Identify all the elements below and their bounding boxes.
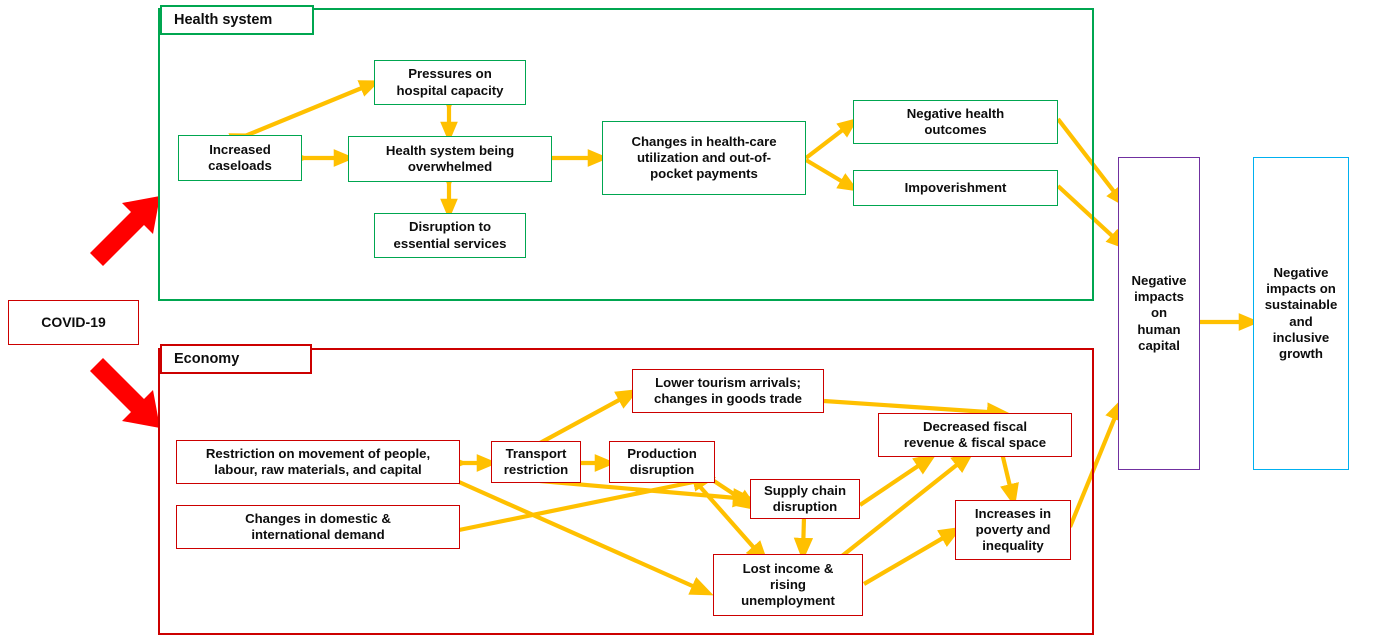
health-system-group-label: Health system [160,5,314,35]
node-decreased-fiscal-revenue-label: Decreased fiscal revenue & fiscal space [903,418,1047,450]
node-negative-impacts-growth-label: Negative impacts on sustainable and incl… [1264,265,1338,361]
node-disruption-essential-services[interactable]: Disruption to essential services [374,213,526,258]
node-health-system-overwhelmed-label: Health system being overwhelmed [385,142,515,174]
node-negative-health-outcomes[interactable]: Negative health outcomes [853,100,1058,144]
node-changes-healthcare-utilization-label: Changes in health-care utilization and o… [631,133,777,182]
node-negative-impacts-human-capital[interactable]: Negative impacts on human capital [1118,157,1200,470]
node-negative-impacts-growth[interactable]: Negative impacts on sustainable and incl… [1253,157,1349,470]
node-impoverishment-label: Impoverishment [904,179,1007,195]
node-production-disruption-label: Production disruption [627,445,697,477]
node-lost-income-unemployment[interactable]: Lost income & rising unemployment [713,554,863,616]
node-restriction-movement-label: Restriction on movement of people, labou… [205,445,431,477]
node-production-disruption[interactable]: Production disruption [609,441,715,483]
node-negative-impacts-human-capital-label: Negative impacts on human capital [1131,273,1187,353]
node-increases-poverty-inequality[interactable]: Increases in poverty and inequality [955,500,1071,560]
node-impoverishment[interactable]: Impoverishment [853,170,1058,206]
node-pressures-hospital-capacity-label: Pressures on hospital capacity [396,66,504,98]
node-pressures-hospital-capacity[interactable]: Pressures on hospital capacity [374,60,526,105]
covid-to-economy-arrow [90,358,160,428]
node-decreased-fiscal-revenue[interactable]: Decreased fiscal revenue & fiscal space [878,413,1072,457]
node-increased-caseloads[interactable]: Increased caseloads [178,135,302,181]
node-covid-19[interactable]: COVID-19 [8,300,139,345]
node-supply-chain-disruption-label: Supply chain disruption [763,482,847,514]
covid-to-health-arrow [90,196,160,266]
node-transport-restriction-label: Transport restriction [503,445,569,477]
node-changes-demand-label: Changes in domestic & international dema… [245,510,391,542]
node-negative-health-outcomes-label: Negative health outcomes [906,105,1005,137]
health-system-group [158,8,1094,301]
node-covid-19-label: COVID-19 [41,313,106,330]
node-transport-restriction[interactable]: Transport restriction [491,441,581,483]
node-changes-demand[interactable]: Changes in domestic & international dema… [176,505,460,549]
node-increases-poverty-inequality-label: Increases in poverty and inequality [974,505,1052,554]
economy-label-text: Economy [174,351,240,367]
node-health-system-overwhelmed[interactable]: Health system being overwhelmed [348,136,552,182]
health-system-label-text: Health system [174,12,273,28]
economy-group [158,348,1094,635]
economy-group-label: Economy [160,344,312,374]
node-lower-tourism-arrivals[interactable]: Lower tourism arrivals; changes in goods… [632,369,824,413]
node-lost-income-unemployment-label: Lost income & rising unemployment [741,560,835,609]
node-increased-caseloads-label: Increased caseloads [208,141,272,173]
node-restriction-movement[interactable]: Restriction on movement of people, labou… [176,440,460,484]
node-lower-tourism-arrivals-label: Lower tourism arrivals; changes in goods… [653,374,803,406]
node-supply-chain-disruption[interactable]: Supply chain disruption [750,479,860,519]
node-disruption-essential-services-label: Disruption to essential services [393,219,507,251]
node-changes-healthcare-utilization[interactable]: Changes in health-care utilization and o… [602,121,806,195]
